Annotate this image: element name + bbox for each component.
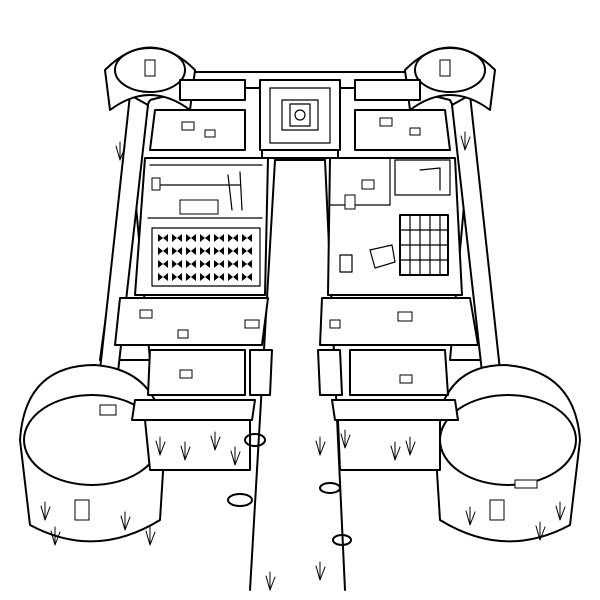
grass-tuft <box>210 431 221 451</box>
grass-tuft <box>390 441 401 461</box>
floor-tile <box>172 234 182 242</box>
tower-top-left <box>104 46 196 111</box>
tower-top-right <box>404 46 496 111</box>
throne-room <box>259 79 341 159</box>
room-top-left-small <box>149 79 246 151</box>
floor-tile <box>242 234 252 242</box>
floor-tile <box>158 273 168 281</box>
floor-tile <box>200 234 210 242</box>
floor-tile <box>186 247 196 255</box>
tower-bottom-left <box>19 364 166 543</box>
grass-tuft <box>405 436 416 456</box>
floor-tile <box>242 273 252 281</box>
floor-tile <box>158 260 168 268</box>
floor-tile <box>158 234 168 242</box>
floor-tile <box>214 234 224 242</box>
floor-tile <box>200 247 210 255</box>
lower-left-block <box>114 297 273 471</box>
grass-tuft <box>465 506 476 526</box>
ground-rocks <box>227 433 352 546</box>
grass-tufts <box>40 131 566 591</box>
floor-tile <box>186 260 196 268</box>
right-hall <box>327 157 463 296</box>
floor-tile <box>214 260 224 268</box>
grass-tuft <box>120 511 131 531</box>
floor-tile <box>228 260 238 268</box>
floor-tile <box>186 273 196 281</box>
left-hall <box>134 157 269 296</box>
grass-tuft <box>230 446 241 466</box>
floor-tile <box>172 273 182 281</box>
floor-tile <box>228 247 238 255</box>
grass-tuft <box>315 561 326 581</box>
bookshelf <box>399 214 449 276</box>
grass-tuft <box>315 436 326 456</box>
floor-tile <box>200 260 210 268</box>
grass-tuft <box>460 131 471 151</box>
grass-tuft <box>145 526 156 546</box>
floor-tile <box>242 260 252 268</box>
grass-tuft <box>340 429 351 449</box>
floor-tile <box>228 273 238 281</box>
floor-tiles <box>158 234 252 281</box>
desk-chair <box>339 244 396 273</box>
floor-tile <box>172 247 182 255</box>
grass-tuft <box>40 501 51 521</box>
grass-tuft <box>555 501 566 521</box>
grass-tuft <box>180 441 191 461</box>
grass-tuft <box>265 571 276 591</box>
floor-tile <box>186 234 196 242</box>
floor-tile <box>242 247 252 255</box>
floor-tile <box>214 273 224 281</box>
grass-tuft <box>155 436 166 456</box>
lower-right-block <box>317 297 479 471</box>
grass-tuft <box>115 141 126 161</box>
floor-tile <box>200 273 210 281</box>
floor-tile <box>158 247 168 255</box>
grass-tuft <box>535 521 546 541</box>
floor-tile <box>214 247 224 255</box>
grass-tuft <box>50 526 61 546</box>
room-top-right-small <box>354 79 451 151</box>
floor-tile <box>228 234 238 242</box>
floor-tile <box>172 260 182 268</box>
